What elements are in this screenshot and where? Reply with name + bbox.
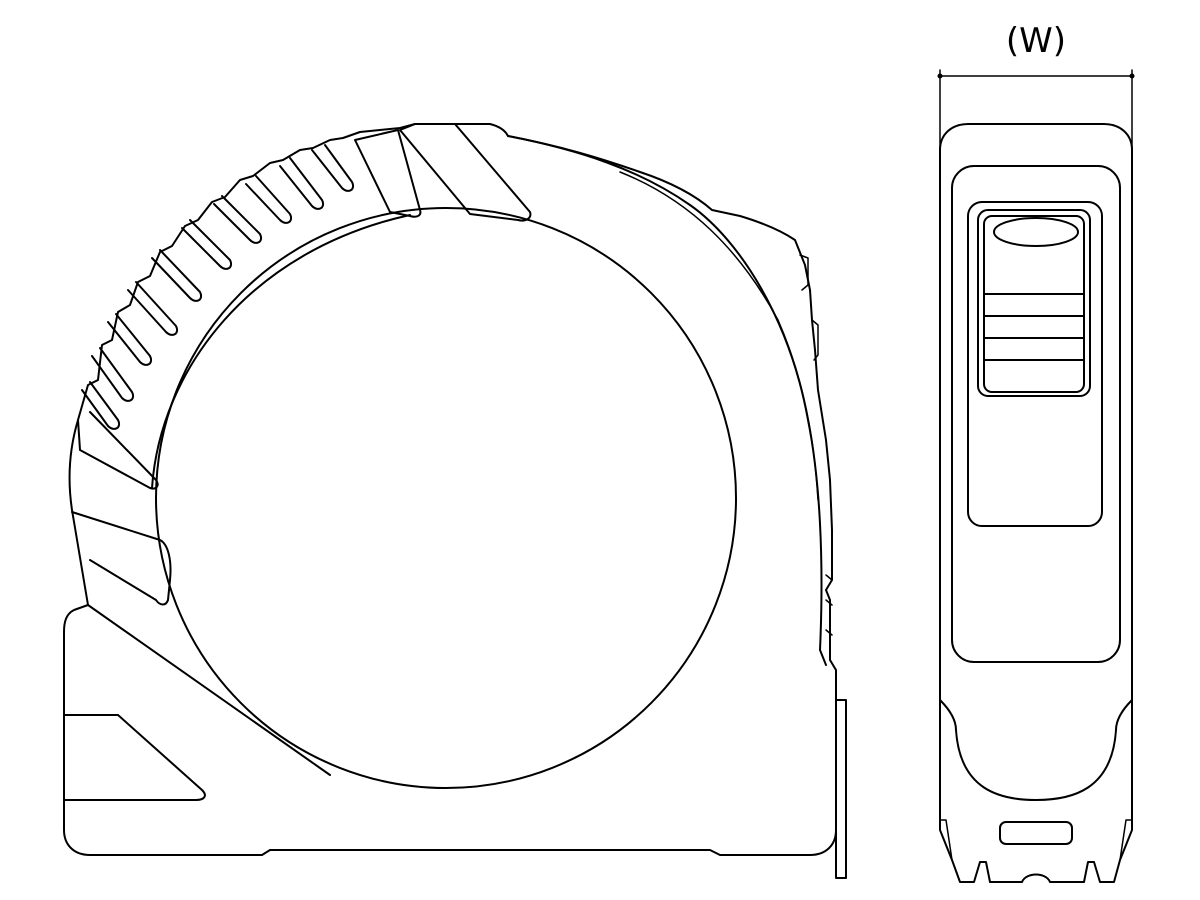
- front-lock-inner: [983, 215, 1085, 393]
- front-clip-plate: [951, 165, 1121, 663]
- side-housing-inner-band-2: [619, 171, 819, 501]
- side-base: [63, 604, 837, 856]
- side-spool-circle: [155, 207, 737, 789]
- side-lower-grip-2: [71, 511, 172, 606]
- front-tape-slot: [999, 821, 1073, 845]
- front-lock-oval: [993, 217, 1079, 247]
- front-mouth-arch: [939, 699, 1133, 801]
- front-clip-inner: [967, 201, 1103, 527]
- side-view: [63, 123, 847, 879]
- side-housing-inner-band: [507, 135, 827, 666]
- dimension-dot-left: [937, 73, 943, 79]
- side-ribs: [81, 144, 354, 430]
- side-housing-outline: [68, 123, 837, 791]
- dimension-dot-right: [1129, 73, 1135, 79]
- side-hook-slot: [63, 714, 206, 801]
- side-base-diagonal: [87, 604, 331, 776]
- dimension-label: (W): [1006, 21, 1066, 61]
- side-grip-arc: [151, 214, 411, 489]
- side-clip-notches: [799, 254, 833, 636]
- side-lower-grip-1: [77, 411, 159, 490]
- side-grip-strip-1: [399, 123, 532, 222]
- front-lock-button: [977, 209, 1091, 397]
- front-lower-edges: [939, 819, 1133, 861]
- front-view: (W): [937, 21, 1135, 883]
- front-body-outline: [939, 123, 1133, 883]
- side-tape-hook: [835, 699, 847, 879]
